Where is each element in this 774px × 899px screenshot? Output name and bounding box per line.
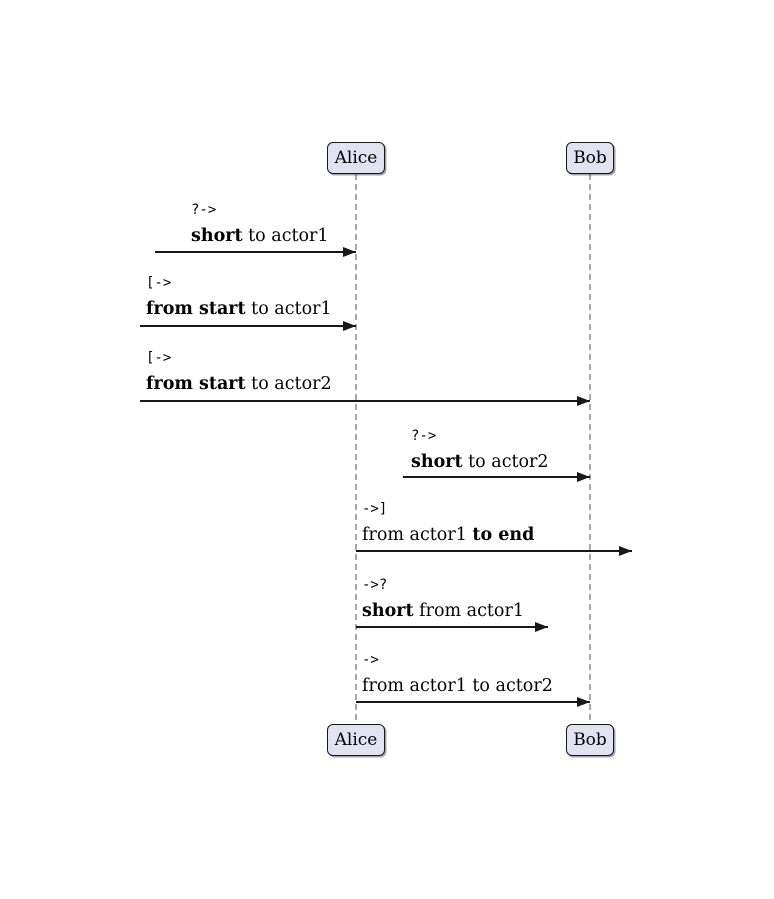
message-3-label: [-> from start to actor2 — [146, 346, 332, 398]
message-3-arrow — [140, 396, 590, 406]
message-6-text: short from actor1 — [362, 598, 524, 625]
message-2-text: from start to actor1 — [146, 296, 332, 323]
lifeline-alice — [355, 174, 357, 724]
message-2-code: [-> — [146, 275, 172, 291]
message-6-arrow — [356, 622, 548, 632]
message-6-label: ->? short from actor1 — [362, 573, 524, 625]
message-5-label: ->] from actor1 to end — [362, 497, 534, 549]
message-2-bold: from start — [146, 299, 246, 319]
message-1-bold: short — [191, 226, 243, 246]
message-2-label: [-> from start to actor1 — [146, 271, 332, 323]
actor-box-bob-bottom: Bob — [566, 724, 614, 756]
message-1-code: ?-> — [191, 202, 217, 218]
actor-label-bob-bottom: Bob — [573, 730, 607, 750]
message-4-text: short to actor2 — [411, 449, 549, 476]
message-3-text: from start to actor2 — [146, 371, 332, 398]
message-5-text: from actor1 to end — [362, 522, 534, 549]
actor-label-alice: Alice — [334, 148, 378, 168]
message-6-post: from actor1 — [413, 601, 524, 621]
actor-box-alice-bottom: Alice — [327, 724, 385, 756]
actor-label-bob: Bob — [573, 148, 607, 168]
message-2-arrow — [140, 321, 356, 331]
message-7-pre: from actor1 to actor2 — [362, 676, 553, 696]
message-4-arrow — [403, 472, 590, 482]
message-1-label: ?-> short to actor1 — [191, 198, 329, 250]
message-4-code: ?-> — [411, 428, 437, 444]
actor-box-bob-top: Bob — [566, 142, 614, 174]
message-2-post: to actor1 — [245, 299, 332, 319]
message-6-code: ->? — [362, 577, 388, 593]
message-1-arrow — [155, 247, 356, 257]
message-5-pre: from actor1 — [362, 525, 473, 545]
message-6-bold: short — [362, 601, 414, 621]
message-1-text: short to actor1 — [191, 223, 329, 250]
actor-box-alice-top: Alice — [327, 142, 385, 174]
message-7-arrow — [356, 697, 590, 707]
message-3-code: [-> — [146, 350, 172, 366]
message-4-post: to actor2 — [462, 452, 549, 472]
message-5-code: ->] — [362, 501, 388, 517]
lifeline-bob — [589, 174, 591, 724]
message-7-label: -> from actor1 to actor2 — [362, 648, 553, 700]
message-4-label: ?-> short to actor2 — [411, 424, 549, 476]
message-7-code: -> — [362, 652, 379, 668]
message-1-post: to actor1 — [242, 226, 329, 246]
message-4-bold: short — [411, 452, 463, 472]
message-3-post: to actor2 — [245, 374, 332, 394]
message-7-text: from actor1 to actor2 — [362, 673, 553, 700]
message-5-arrow — [356, 546, 632, 556]
message-3-bold: from start — [146, 374, 246, 394]
actor-label-alice-bottom: Alice — [334, 730, 378, 750]
message-5-bold: to end — [472, 525, 535, 545]
